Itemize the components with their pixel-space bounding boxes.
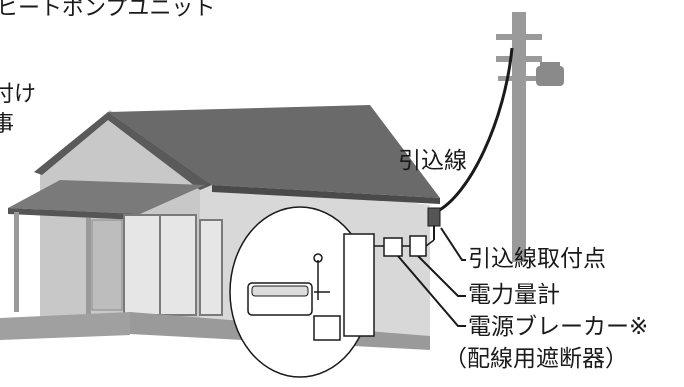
attachment-point-label: 引込線取付点 — [468, 246, 606, 272]
water-heater-units — [313, 233, 375, 341]
leader-lines — [397, 227, 466, 327]
left-text-line1: 付け — [0, 82, 37, 107]
header-text: ヒートポンプユニット — [0, 0, 216, 21]
left-text-line2: 事 — [0, 112, 15, 137]
utility-pole — [496, 12, 564, 262]
power-meter-label: 電力量計 — [468, 282, 560, 308]
wall-equipment — [374, 207, 441, 257]
service-drop-wire — [435, 47, 514, 214]
breaker-label-line2: （配線用遮断器） — [444, 346, 628, 372]
breaker-label-line1: 電源ブレーカー※ — [468, 314, 649, 340]
service-drop-label: 引込線 — [398, 148, 467, 174]
